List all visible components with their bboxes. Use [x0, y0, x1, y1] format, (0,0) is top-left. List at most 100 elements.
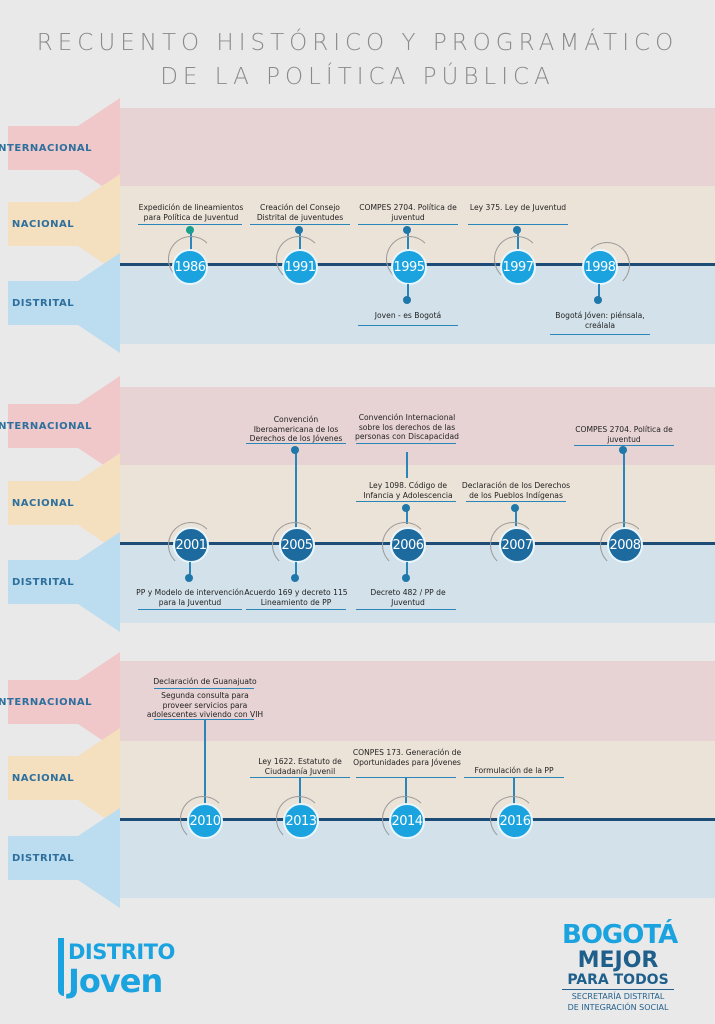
event-1998: Bogotá Jóven: piénsala, creálala: [555, 311, 645, 330]
event-underline: [466, 501, 566, 502]
year-node-1991[interactable]: 1991: [282, 249, 318, 285]
event-stem: [513, 778, 515, 804]
logo-joven-text: Joven: [68, 962, 163, 1000]
event-underline: [154, 688, 254, 689]
year-node-2007[interactable]: 2007: [499, 527, 535, 563]
event-underline: [246, 443, 346, 444]
event-1995-nacional: COMPES 2704. Política de juventud: [359, 203, 457, 222]
event-stem: [204, 720, 206, 804]
row-label-internacional-3: INTERNACIONAL: [0, 652, 120, 752]
event-stem: [407, 284, 409, 298]
event-1997: Ley 375. Ley de Juventud: [469, 203, 567, 212]
event-dot: [403, 296, 411, 304]
year-node-2006[interactable]: 2006: [390, 527, 426, 563]
event-stem: [406, 506, 408, 524]
event-dot: [402, 574, 410, 582]
year-node-2001[interactable]: 2001: [173, 527, 209, 563]
event-2010-a: Declaración de Guanajuato: [153, 677, 257, 686]
row-label-nacional-1: NACIONAL: [8, 174, 120, 274]
event-2014: CONPES 173. Generación de Oportunidades …: [352, 748, 462, 767]
row-label-nacional-3: NACIONAL: [8, 728, 120, 828]
event-dot: [511, 504, 519, 512]
event-dot: [186, 226, 194, 234]
event-2006-distrital: Decreto 482 / PP de Juventud: [370, 588, 446, 607]
event-underline: [356, 443, 456, 444]
year-node-2005[interactable]: 2005: [279, 527, 315, 563]
event-underline: [358, 224, 458, 225]
event-2010-b: Segunda consulta para proveer servicios …: [146, 691, 264, 719]
year-node-1995[interactable]: 1995: [391, 249, 427, 285]
band-internacional-2: [120, 387, 715, 465]
tab-wing: [78, 453, 120, 553]
event-1995-distrital: Joven - es Bogotá: [374, 311, 442, 320]
node-arc: [276, 796, 322, 842]
event-underline: [250, 777, 350, 778]
title-line-1: RECUENTO HISTÓRICO Y PROGRAMÁTICO: [36, 30, 679, 56]
event-stem: [189, 562, 191, 576]
event-dot: [513, 226, 521, 234]
row-label-internacional-1: INTERNACIONAL: [0, 98, 120, 198]
year-node-2010[interactable]: 2010: [187, 803, 223, 839]
node-arc: [168, 522, 214, 568]
event-stem: [406, 452, 408, 478]
logo-divider: [562, 989, 674, 990]
tab-wing: [78, 98, 120, 198]
event-2005-internacional: Convención Iberoamericana de los Derecho…: [249, 415, 343, 443]
event-dot: [295, 226, 303, 234]
node-arc: [490, 522, 536, 568]
node-arc: [490, 796, 536, 842]
logo-para-todos-text: PARA TODOS: [567, 972, 669, 988]
tab-wing: [78, 174, 120, 274]
event-2007: Declaración de los Derechos de los Puebl…: [461, 481, 571, 500]
event-underline: [356, 501, 456, 502]
event-dot: [291, 574, 299, 582]
node-arc: [494, 236, 540, 282]
event-stem: [598, 284, 600, 298]
year-node-2013[interactable]: 2013: [283, 803, 319, 839]
event-dot: [185, 574, 193, 582]
band-internacional-1: [120, 108, 715, 186]
tab-wing: [78, 253, 120, 353]
year-node-2016[interactable]: 2016: [497, 803, 533, 839]
event-1986: Expedición de lineamientos para Política…: [138, 203, 244, 222]
year-node-1998[interactable]: 1998: [582, 249, 618, 285]
event-dot: [291, 446, 299, 454]
event-dot: [594, 296, 602, 304]
event-dot: [403, 226, 411, 234]
event-2006-internacional: Convención Internacional sobre los derec…: [355, 413, 459, 441]
logo-bogota-text: BOGOTÁ: [562, 920, 678, 950]
year-node-1997[interactable]: 1997: [500, 249, 536, 285]
node-arc: [276, 236, 322, 282]
event-dot: [402, 504, 410, 512]
event-1991: Creación del Consejo Distrital de juvent…: [256, 203, 344, 222]
node-arc: [600, 522, 646, 568]
tab-wing: [78, 808, 120, 908]
event-stem: [295, 562, 297, 576]
event-underline: [250, 224, 350, 225]
row-label-distrital-1: DISTRITAL: [8, 253, 120, 353]
event-underline: [138, 609, 242, 610]
event-stem: [295, 452, 297, 528]
year-node-2008[interactable]: 2008: [607, 527, 643, 563]
title-line-2: DE LA POLÍTICA PÚBLICA: [160, 64, 555, 90]
row-label-distrital-2: DISTRITAL: [8, 532, 120, 632]
event-underline: [550, 334, 650, 335]
row-label-internacional-2: INTERNACIONAL: [0, 376, 120, 476]
bogota-mejor-logo: BOGOTÁ MEJOR PARA TODOS SECRETARÍA DISTR…: [562, 920, 678, 1016]
event-underline: [468, 224, 568, 225]
event-stem: [406, 562, 408, 576]
event-underline: [246, 609, 346, 610]
event-underline: [356, 777, 456, 778]
band-internacional-3: [120, 661, 715, 741]
logo-distrito-text: DISTRITO: [68, 940, 175, 964]
event-2001: PP y Modelo de intervención para la Juve…: [136, 588, 244, 607]
event-2008: COMPES 2704. Política de juventud: [575, 425, 673, 444]
node-arc: [382, 796, 428, 842]
event-2013: Ley 1622. Estatuto de Ciudadanía Juvenil: [258, 757, 342, 776]
node-arc: [180, 796, 226, 842]
year-node-1986[interactable]: 1986: [172, 249, 208, 285]
year-node-2014[interactable]: 2014: [389, 803, 425, 839]
event-stem: [515, 506, 517, 526]
node-arc: [382, 522, 428, 568]
row-label-nacional-2: NACIONAL: [8, 453, 120, 553]
